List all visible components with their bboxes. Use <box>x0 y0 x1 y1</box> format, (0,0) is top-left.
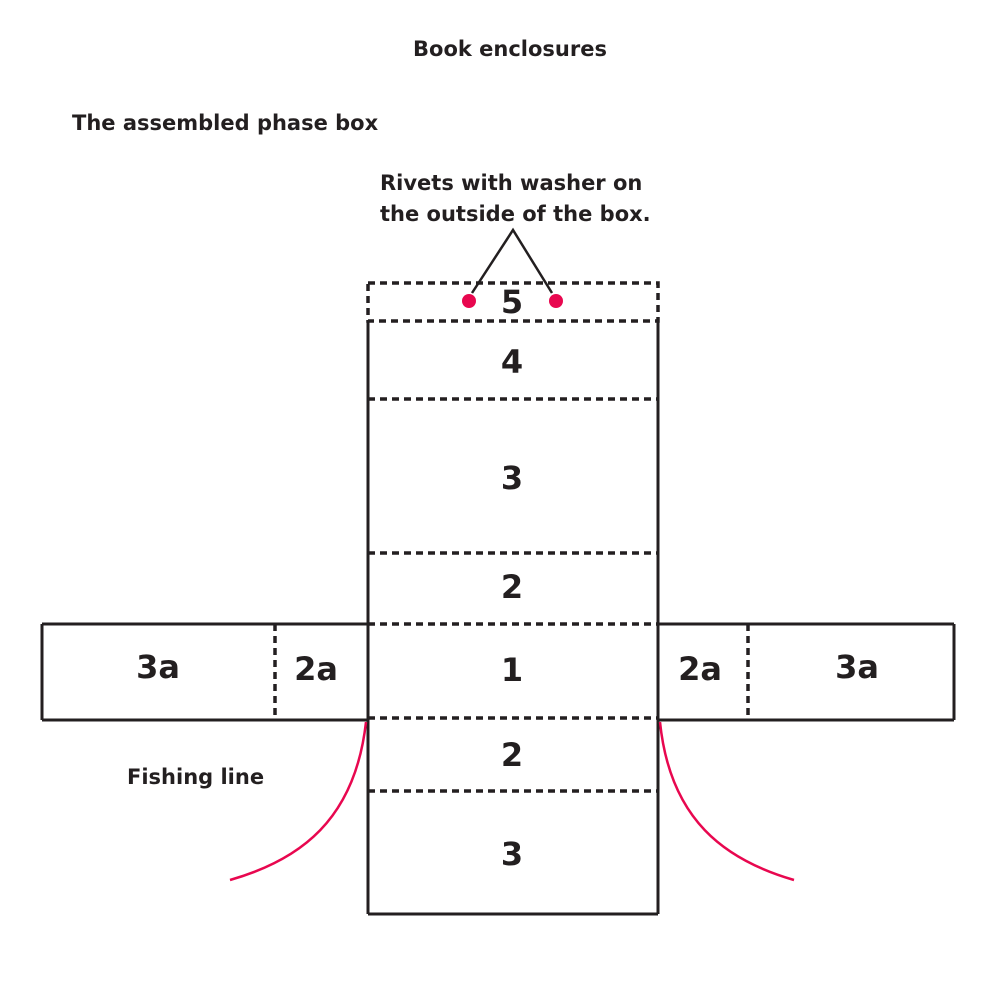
panel-3a-right-label: 3a <box>835 648 879 686</box>
fishing-line-right <box>658 721 795 882</box>
panel-4-label: 4 <box>501 343 523 381</box>
rivet-note-line1: Rivets with washer on <box>380 171 642 195</box>
rivet-right <box>549 294 563 308</box>
panel-2-bottom-label: 2 <box>501 736 523 774</box>
panel-3-top-label: 3 <box>501 459 523 497</box>
panel-3-bottom-label: 3 <box>501 835 523 873</box>
panel-2-top-label: 2 <box>501 568 523 606</box>
panel-2a-right-label: 2a <box>678 650 722 688</box>
diagram-subtitle: The assembled phase box <box>72 111 379 135</box>
panel-5-label: 5 <box>501 283 523 321</box>
rivet-note-line2: the outside of the box. <box>380 202 651 226</box>
fishing-line-left <box>229 721 368 882</box>
panel-1-label: 1 <box>501 651 523 689</box>
fishing-line-label: Fishing line <box>127 765 264 789</box>
panel-2a-left-label: 2a <box>294 650 338 688</box>
rivet-leader-line <box>470 227 554 294</box>
rivet-left <box>462 294 476 308</box>
panel-3a-left-label: 3a <box>136 648 180 686</box>
panel-5-outline <box>366 281 660 323</box>
diagram-title: Book enclosures <box>413 37 607 61</box>
